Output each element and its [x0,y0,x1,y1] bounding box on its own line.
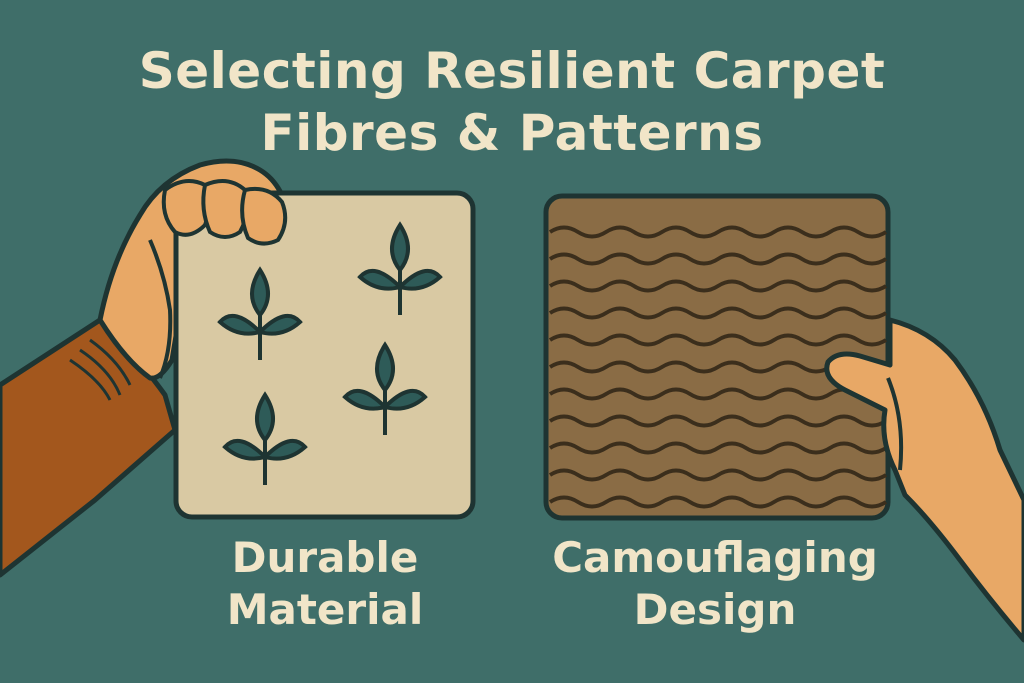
wave-line [548,441,888,455]
caption-line-2: Design [633,585,797,634]
wave-line [548,279,888,293]
title-line-1: Selecting Resilient Carpet [138,42,886,100]
caption-line-1: Camouflaging [552,533,878,582]
page-title: Selecting Resilient Carpet Fibres & Patt… [0,40,1024,164]
wave-pattern [548,225,888,509]
durable-material-caption: Durable Material [175,532,475,636]
leaf-icon [217,266,303,360]
wave-line [548,414,888,428]
title-line-2: Fibres & Patterns [260,104,764,162]
camouflaging-design-caption: Camouflaging Design [530,532,900,636]
caption-line-1: Durable [231,533,419,582]
wave-line [548,252,888,266]
wave-line [548,225,888,239]
wave-line [548,495,888,509]
leaf-icon [222,391,308,485]
leaf-icon [342,341,428,435]
leaf-pattern [217,221,443,485]
durable-material-swatch [173,190,476,520]
right-hand-illustration [824,317,1024,643]
wave-line [548,387,888,401]
wave-line [548,333,888,347]
right-hand [824,317,1024,643]
wave-line [548,306,888,320]
leaf-icon [357,221,443,315]
caption-line-2: Material [226,585,424,634]
wave-line [548,468,888,482]
